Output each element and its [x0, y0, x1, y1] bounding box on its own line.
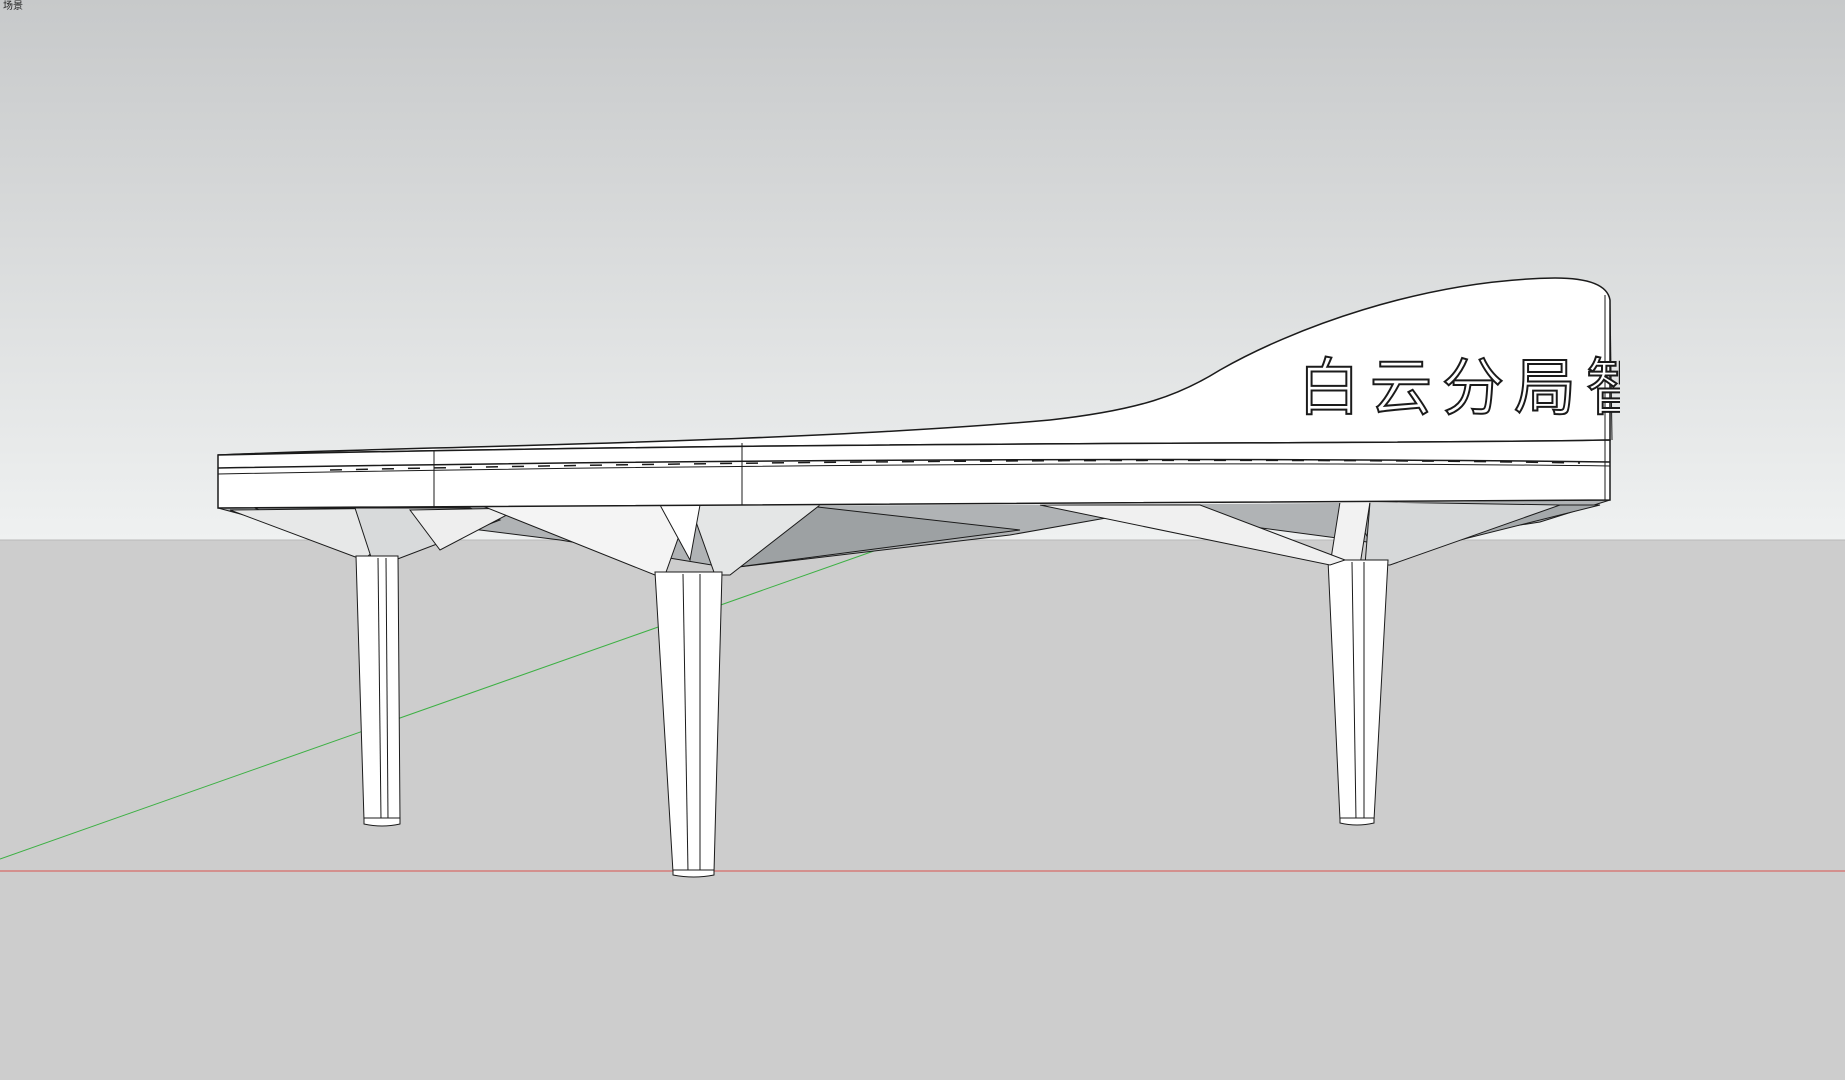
scene-tab-label[interactable]: 场景 — [3, 1, 23, 12]
center-column[interactable] — [479, 504, 822, 878]
left-column[interactable] — [229, 507, 521, 827]
green-axis — [0, 539, 906, 860]
right-column[interactable] — [1039, 501, 1561, 826]
sign-text: 白云分局智慧饭堂 — [1298, 351, 1845, 424]
canopy-roof[interactable] — [217, 277, 1613, 509]
ground-plane — [0, 540, 1845, 1080]
